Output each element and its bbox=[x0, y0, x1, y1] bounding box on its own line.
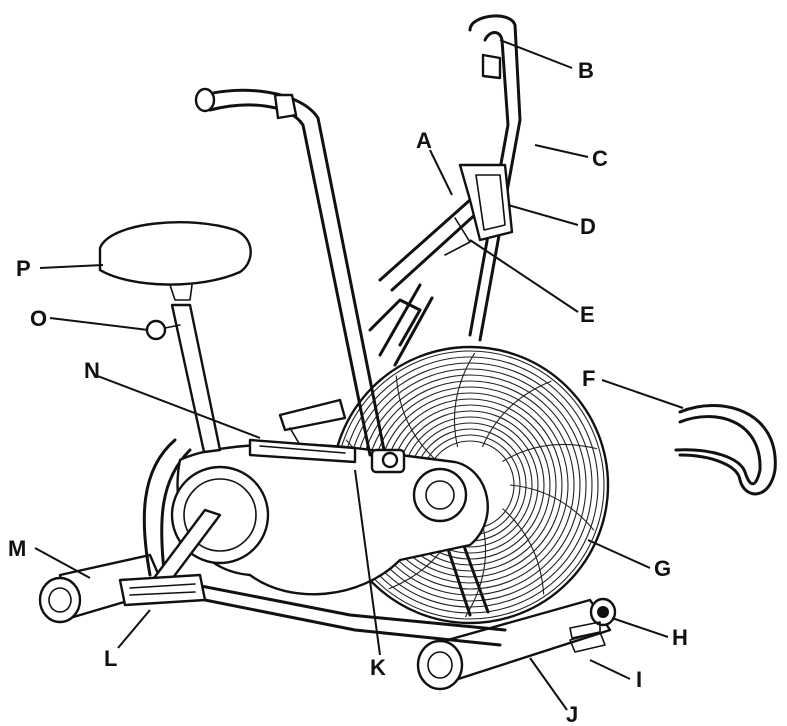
label-b: B bbox=[578, 58, 594, 83]
rear-stabilizer bbox=[38, 553, 167, 624]
fan-blade bbox=[509, 484, 595, 531]
leader-lines bbox=[34, 39, 684, 711]
foot-leveler bbox=[569, 621, 601, 639]
fan-blade bbox=[464, 522, 487, 618]
label-n: N bbox=[84, 358, 100, 383]
seat-assembly bbox=[98, 221, 252, 454]
pedal-crank bbox=[118, 398, 347, 607]
label-f: F bbox=[582, 366, 595, 391]
fan-blade bbox=[502, 508, 545, 595]
rear-handlebar bbox=[194, 87, 406, 474]
fan-guard bbox=[674, 404, 777, 496]
label-i: I bbox=[636, 667, 642, 692]
front-stabilizer bbox=[416, 597, 617, 691]
label-c: C bbox=[592, 146, 608, 171]
label-o: O bbox=[30, 306, 47, 331]
label-m: M bbox=[8, 536, 26, 561]
label-g: G bbox=[654, 556, 671, 581]
chain-cover bbox=[248, 438, 357, 464]
fan-blade bbox=[481, 380, 552, 448]
main-frame bbox=[142, 283, 507, 647]
label-p: P bbox=[16, 256, 31, 281]
label-a: A bbox=[416, 128, 432, 153]
fan-blade bbox=[502, 443, 598, 462]
label-d: D bbox=[580, 214, 596, 239]
fan-blade bbox=[395, 375, 438, 462]
label-e: E bbox=[580, 302, 595, 327]
label-h: H bbox=[672, 625, 688, 650]
label-j: J bbox=[566, 702, 578, 726]
console-assembly bbox=[378, 163, 514, 292]
fan-blade bbox=[453, 352, 476, 448]
label-l: L bbox=[104, 646, 117, 671]
label-k: K bbox=[370, 655, 386, 680]
part-labels: A B C D E F G H I J K L M N O P bbox=[8, 58, 688, 726]
